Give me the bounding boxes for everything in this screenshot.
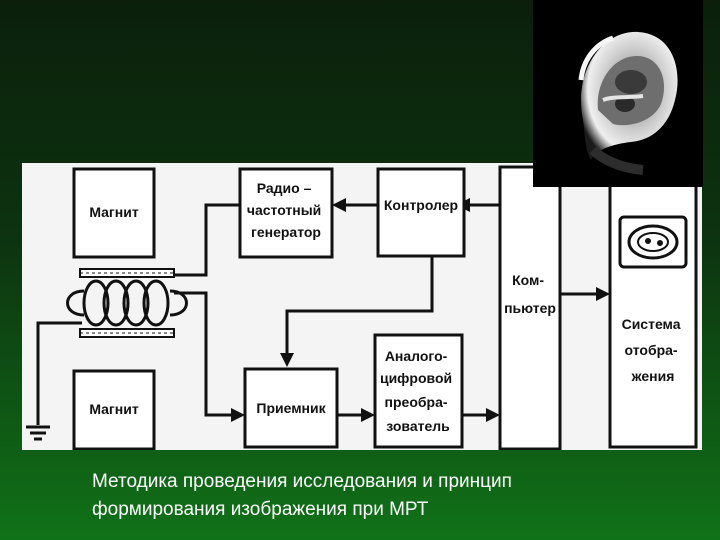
rf-generator-label: Радио – частотный генератор [247,180,325,240]
arrow-into-computer [486,408,500,422]
caption-line-2: формирования изображения при МРТ [92,499,429,520]
coil-icon [66,268,188,338]
computer-label: Ком- пьютер [504,272,556,316]
adc-block [373,333,464,449]
receiver-block [243,367,339,449]
magnet-top-label: Магнит [89,204,139,220]
mri-head-scan-image [533,0,703,187]
arrow-into-rf [332,198,346,212]
computer-block [498,165,562,450]
slide-caption: Методика проведения исследования и принц… [92,468,692,524]
receiver-label: Приемник [256,400,326,416]
arrow-into-receiver [280,353,294,367]
magnet-top-block [72,167,156,259]
controller-label: Контролер [384,197,458,213]
ground-icon [26,425,50,441]
controller-block [376,167,466,258]
caption-line-1: Методика проведения исследования и принц… [92,471,512,492]
magnet-bottom-label: Магнит [89,401,139,417]
display-screen-icon [618,215,688,269]
arrow-into-adc [361,408,375,422]
arrow-coil-to-receiver [231,408,245,422]
wire-controller-to-receiver [285,256,434,359]
wire-rf-to-coil [174,203,240,277]
mri-block-diagram: Магнит Магнит Радио – частотный генерато… [22,163,702,450]
wire-coil-to-receiver [174,291,237,417]
block-labels: Магнит Магнит Радио – частотный генерато… [89,180,685,434]
mri-head-scan-icon [533,0,703,187]
arrow-into-display [596,287,610,301]
rf-generator-block [238,167,334,259]
wires [36,203,602,425]
display-label: Система отобра- жения [622,316,685,384]
diagram-canvas: Магнит Магнит Радио – частотный генерато… [26,165,698,450]
adc-label: Аналого- цифровой преобра- зователь [380,348,456,434]
wire-ground [36,321,82,425]
magnet-bottom-block [72,369,156,450]
